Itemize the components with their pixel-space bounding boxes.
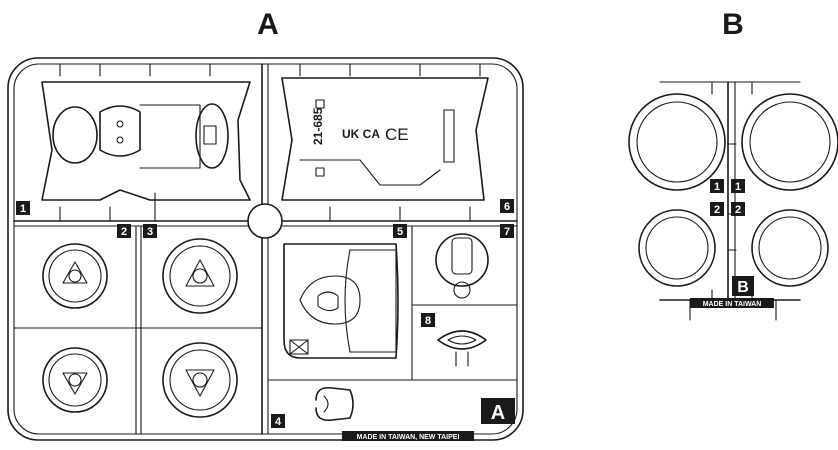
product-code: 21-685	[311, 107, 325, 145]
part-tag-b-2a: 2	[714, 204, 720, 216]
sheet-a-part-tags: 1 2 3 4 5 6 7 8	[16, 199, 514, 428]
ukca-mark: UK CA	[342, 127, 380, 141]
part-tag-7: 7	[504, 226, 510, 238]
sheet-b-corner-badge: B	[737, 279, 749, 296]
part-tag-1: 1	[20, 203, 26, 215]
part-7-clip	[435, 233, 489, 299]
part-5-body	[283, 243, 399, 359]
part-6-back-plate: 21-685 UK CA CE	[281, 77, 489, 201]
sheet-b-part-tags: 1 1 2 2	[710, 179, 745, 216]
sheet-a-title: A	[257, 8, 279, 41]
part-4-hook	[315, 386, 354, 422]
part-tag-2: 2	[121, 226, 127, 238]
part-tag-6: 6	[504, 201, 510, 213]
part-2-rings	[638, 209, 829, 287]
part-tag-5: 5	[397, 226, 403, 238]
part-tag-4: 4	[275, 416, 282, 428]
ce-mark: CE	[385, 125, 409, 144]
part-2-wheels	[42, 243, 108, 413]
sheet-b-title: B	[722, 8, 744, 41]
part-tag-b-1b: 1	[735, 181, 741, 193]
part-3-wheels	[162, 238, 238, 418]
sheet-b-stamp: MADE IN TAIWAN	[703, 301, 762, 308]
sheet-a-corner-badge: A	[491, 402, 505, 424]
part-tag-3: 3	[147, 226, 153, 238]
part-tag-b-1a: 1	[714, 181, 720, 193]
part-tag-8: 8	[425, 315, 431, 327]
sheet-a-stamp: MADE IN TAIWAN, NEW TAIPEI	[357, 434, 460, 441]
sheet-a-frame	[7, 57, 524, 441]
part-1-rings	[628, 93, 838, 191]
part-1-shell	[41, 81, 251, 201]
part-8-connector	[437, 330, 487, 367]
part-tag-b-2b: 2	[735, 204, 741, 216]
